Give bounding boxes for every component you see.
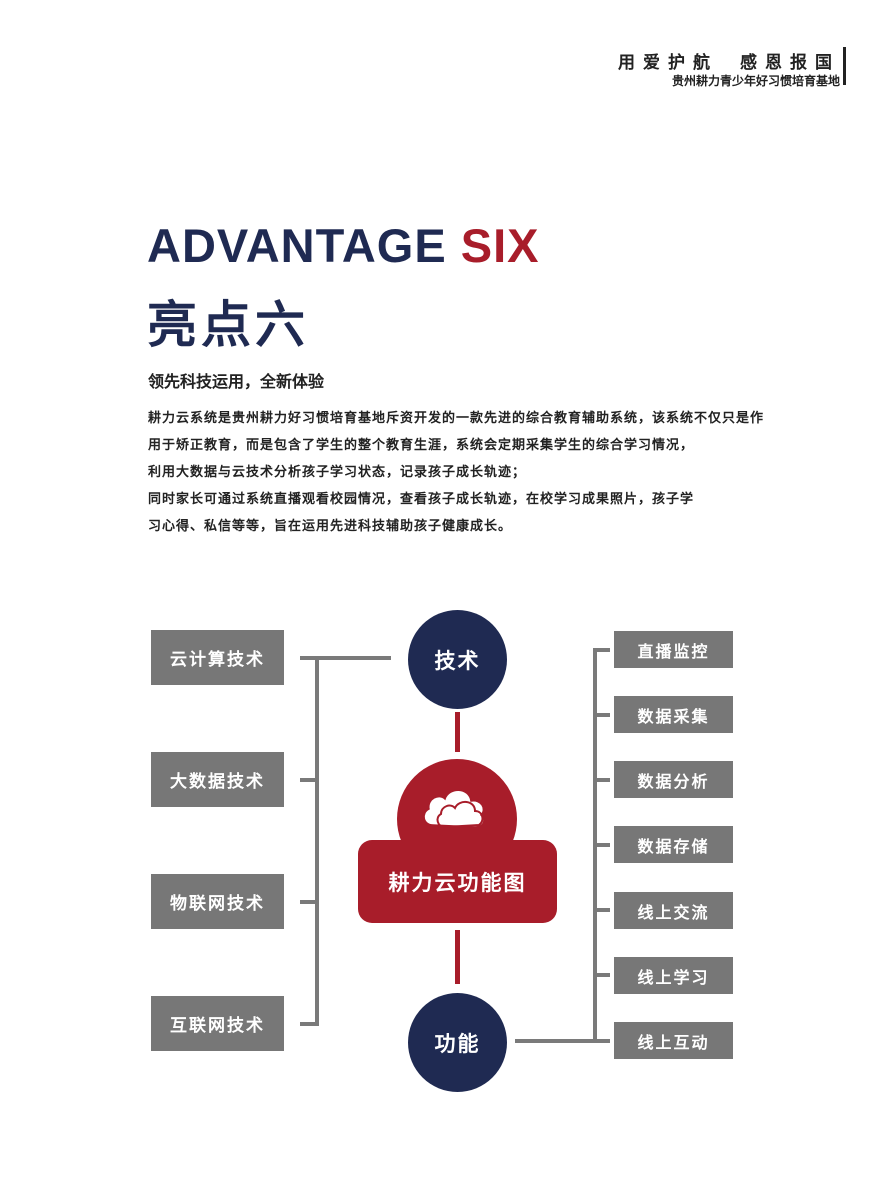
- paragraph-line: 同时家长可通过系统直播观看校园情况，查看孩子成长轨迹，在校学习成果照片，孩子学: [148, 492, 695, 507]
- func-item-box: 数据分析: [614, 761, 733, 798]
- func-item-box: 线上交流: [614, 892, 733, 929]
- paragraph-line: 用于矫正教育，而是包含了学生的整个教育生涯，系统会定期采集学生的综合学习情况，: [148, 438, 695, 453]
- func-item-box: 线上互动: [614, 1022, 733, 1059]
- right-tick: [593, 843, 610, 847]
- left-tick: [300, 656, 319, 660]
- right-tick: [593, 778, 610, 782]
- advantage-number: SIX: [460, 219, 540, 272]
- left-bracket-vertical: [315, 656, 319, 1026]
- paragraph-line: 习心得、私信等等，旨在运用先进科技辅助孩子健康成长。: [148, 519, 513, 534]
- paragraph-line: 耕力云系统是贵州耕力好习惯培育基地斥资开发的一款先进的综合教育辅助系统，该系统不…: [148, 411, 765, 426]
- tech-item-box: 互联网技术: [151, 996, 284, 1051]
- section-subtitle: 领先科技运用，全新体验: [148, 372, 325, 391]
- right-tick: [593, 713, 610, 717]
- right-tick: [593, 908, 610, 912]
- right-tick: [593, 648, 610, 652]
- tech-item-box: 云计算技术: [151, 630, 284, 685]
- advantage-word: ADVANTAGE: [147, 219, 447, 272]
- header-slogan: 用爱护航 感恩报国: [618, 48, 840, 73]
- page-title: 亮点六: [147, 296, 309, 354]
- tech-circle: 技术: [408, 610, 507, 709]
- tech-item-box: 物联网技术: [151, 874, 284, 929]
- center-label: 耕力云功能图: [358, 840, 557, 923]
- left-tick: [300, 900, 319, 904]
- cloud-icon: [423, 789, 485, 829]
- center-connector-bottom: [455, 930, 460, 984]
- description-paragraph: 耕力云系统是贵州耕力好习惯培育基地斥资开发的一款先进的综合教育辅助系统，该系统不…: [148, 405, 813, 540]
- center-connector-top: [455, 712, 460, 752]
- advantage-heading: ADVANTAGE SIX: [147, 218, 540, 273]
- func-circle: 功能: [408, 993, 507, 1092]
- left-tick: [300, 1022, 319, 1026]
- header-divider: [843, 47, 846, 85]
- paragraph-line: 利用大数据与云技术分析孩子学习状态，记录孩子成长轨迹；: [148, 465, 527, 480]
- left-tick: [300, 778, 319, 782]
- func-item-box: 直播监控: [614, 631, 733, 668]
- func-item-box: 数据采集: [614, 696, 733, 733]
- slogan-left: 用爱护航: [618, 53, 718, 73]
- header-subtitle: 贵州耕力青少年好习惯培育基地: [671, 74, 840, 88]
- tech-item-box: 大数据技术: [151, 752, 284, 807]
- func-item-box: 数据存储: [614, 826, 733, 863]
- right-tick: [593, 973, 610, 977]
- slogan-right: 感恩报国: [740, 53, 840, 73]
- right-connector-func: [515, 1039, 597, 1043]
- func-item-box: 线上学习: [614, 957, 733, 994]
- right-tick: [593, 1039, 610, 1043]
- left-connector-tech: [315, 656, 391, 660]
